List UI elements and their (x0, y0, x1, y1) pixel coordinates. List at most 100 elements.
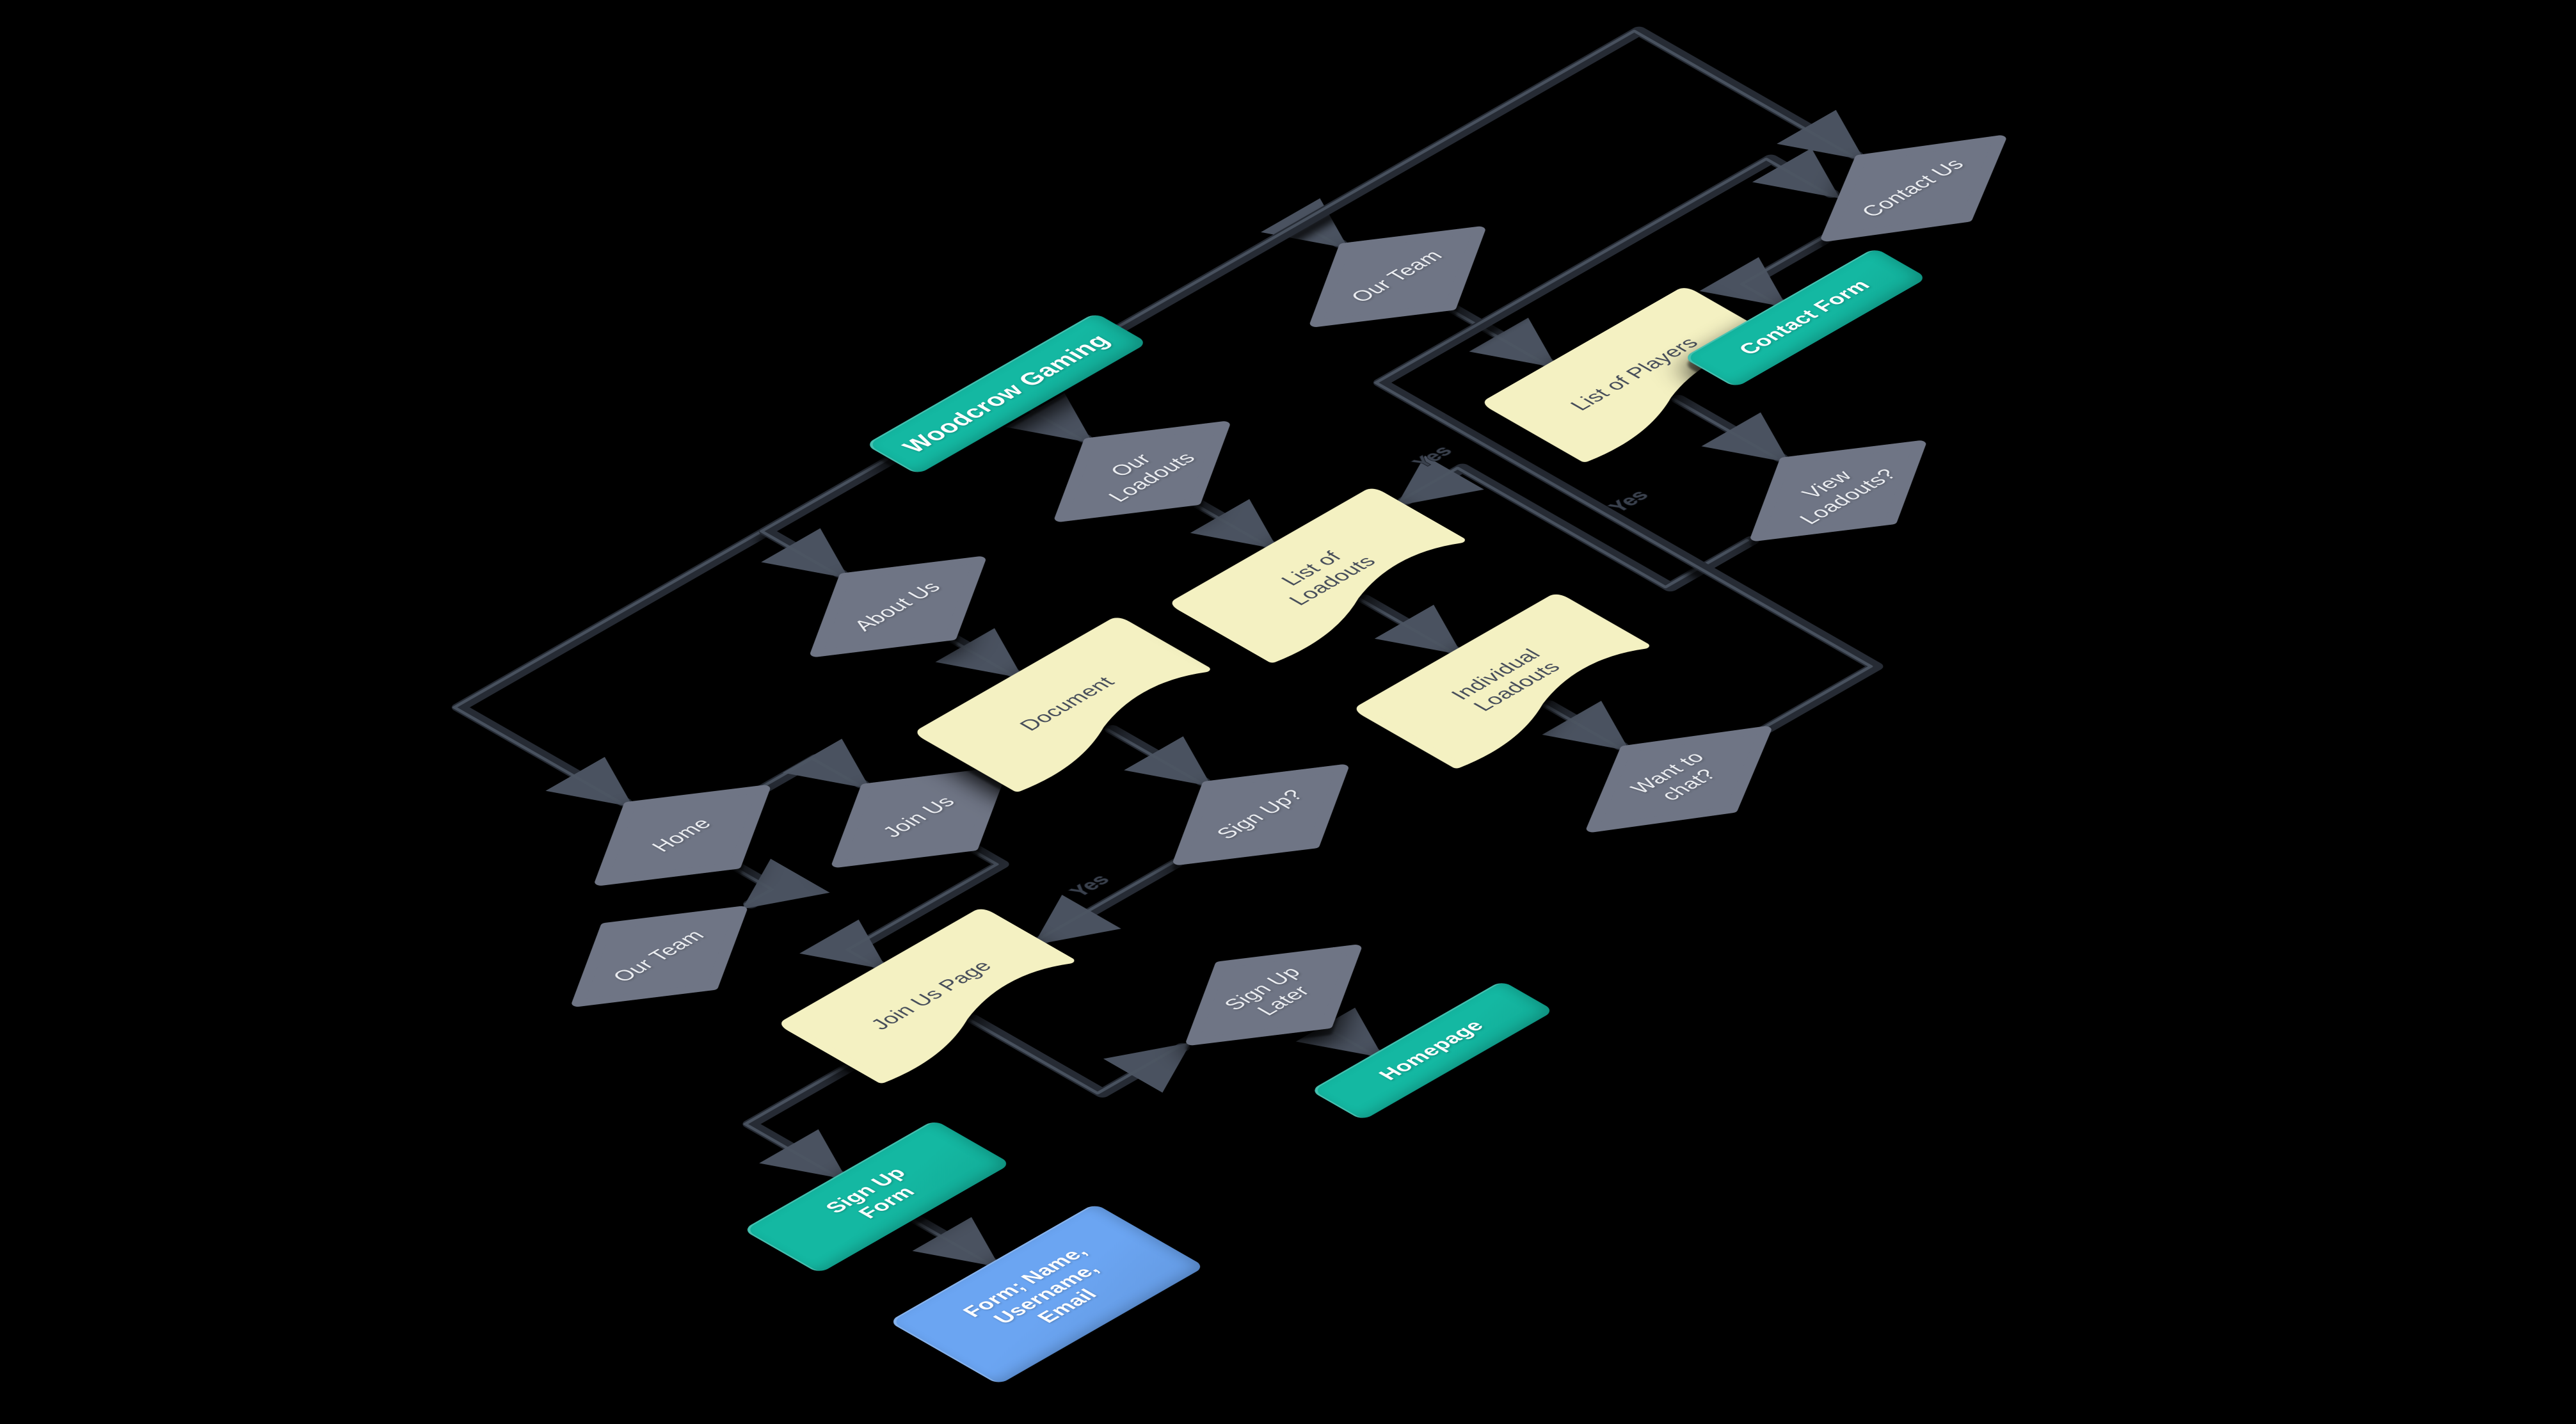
document-shape (1356, 594, 1649, 769)
edge-sign-up-to-join-us-page: Yes (1033, 857, 1187, 945)
document-shape (917, 618, 1210, 792)
edge-line-highlight (1021, 404, 1082, 440)
edge-join-us-page-to-sign-up-form (742, 1059, 863, 1180)
edge-line-highlight (1035, 860, 1177, 941)
node-join-us[interactable]: Join Us (776, 735, 1064, 900)
diamond-shape (595, 785, 771, 886)
diamond-shape (1750, 440, 1926, 541)
edge-line-highlight (1740, 236, 1825, 304)
edge-woodcrow-gaming-to-about-us (758, 455, 899, 579)
edge-line (1443, 302, 1557, 368)
edge-home-to-join-us (756, 739, 870, 793)
node-individual-loadouts[interactable]: Individual Loadouts (1350, 591, 1677, 778)
diamond-shape (1586, 726, 1772, 833)
edge-line (1005, 393, 1093, 444)
edge-document-to-sign-up (1104, 725, 1212, 787)
document-shape (1484, 288, 1778, 462)
edge-line-highlight (1188, 500, 1267, 546)
node-document[interactable]: Document (911, 614, 1238, 801)
edge-line (1396, 455, 1759, 592)
edge-line-highlight (759, 458, 889, 575)
edge-our-team-top-to-list-of-players (1443, 302, 1557, 368)
edge-line-highlight (757, 757, 860, 790)
edge-line (742, 1059, 863, 1180)
edge-woodcrow-gaming-to-contact-us (1114, 26, 1865, 332)
edge-line (758, 455, 899, 579)
edge-line-highlight (1443, 305, 1546, 365)
edge-join-us-to-join-us-page (799, 843, 1009, 970)
diamond-shape (1821, 135, 2006, 242)
node-our-team-bottom[interactable]: Our Team (515, 874, 803, 1039)
edge-line-highlight (965, 1017, 1180, 1094)
edge-line (1541, 700, 1630, 751)
edge-line (1104, 725, 1212, 787)
node-home[interactable]: Home (538, 753, 826, 918)
edge-line-highlight (1542, 703, 1619, 748)
edge-line (1114, 26, 1865, 332)
edge-woodcrow-gaming-to-home (451, 455, 899, 808)
diamond-shape (1186, 945, 1362, 1046)
edge-line-highlight (1357, 597, 1452, 652)
node-list-of-players[interactable]: List of Players (1479, 285, 1805, 472)
edge-line (1670, 395, 1789, 463)
node-join-us-page[interactable]: Join Us Page (776, 906, 1102, 1092)
node-contact-us[interactable]: Contact Us (1765, 103, 2063, 274)
edge-contact-us-to-contact-form (1699, 234, 1835, 308)
edge-line (1187, 497, 1278, 550)
edge-line (964, 1014, 1191, 1098)
edge-line-highlight (943, 636, 1012, 675)
edge-line (902, 1212, 1000, 1268)
edge-line (1373, 148, 1884, 734)
node-sign-up[interactable]: Sign Up? (1117, 732, 1405, 897)
edge-line (935, 628, 1023, 678)
edge-line-highlight (1114, 29, 1853, 329)
edge-line-highlight (903, 1215, 989, 1264)
node-our-loadouts[interactable]: Our Loadouts (998, 389, 1286, 554)
edge-our-loadouts-to-list-of-loadouts (1187, 497, 1278, 550)
edge-list-of-players-to-view-loadouts (1670, 395, 1789, 463)
node-list-of-loadouts[interactable]: List of Loadouts (1166, 485, 1492, 672)
edge-line-highlight (1671, 397, 1778, 460)
edge-label-yes: Yes (1407, 442, 1457, 470)
edge-line (1356, 594, 1462, 655)
edge-line-highlight (743, 1062, 852, 1176)
edge-want-to-chat-to-contact-us: Yes (1373, 148, 1884, 734)
edge-about-us-to-document (935, 628, 1023, 678)
edge-line (728, 858, 830, 909)
document-shape (781, 909, 1075, 1084)
edge-sign-up-later-to-homepage (1295, 1007, 1384, 1058)
edge-line-highlight (728, 864, 774, 906)
edge-line-highlight (845, 846, 999, 966)
edge-line-highlight (1105, 728, 1201, 783)
diamond-shape (810, 556, 986, 657)
edge-line-highlight (1320, 1024, 1373, 1055)
edge-line (451, 455, 899, 808)
diamond-shape (1172, 764, 1349, 865)
edge-line (1033, 857, 1187, 945)
diamond-shape (572, 906, 748, 1007)
edge-line (1295, 1007, 1384, 1058)
edge-individual-loadouts-to-want-to-chat (1541, 700, 1630, 751)
edge-home-to-our-team-bottom (728, 858, 830, 909)
edge-list-of-loadouts-to-individual-loadouts (1356, 594, 1462, 655)
diamond-shape (1309, 226, 1485, 327)
node-view-loadouts[interactable]: View Loadouts? (1694, 408, 1982, 573)
edge-line (799, 843, 1009, 970)
edge-sign-up-form-to-form-fields (902, 1212, 1000, 1268)
edge-label-yes: Yes (1065, 871, 1114, 899)
edge-line-highlight (1373, 157, 1873, 731)
node-want-to-chat[interactable]: Want to chat? (1530, 694, 1828, 865)
diamond-shape (831, 767, 1007, 868)
edge-woodcrow-gaming-to-our-loadouts (1005, 393, 1093, 444)
node-about-us[interactable]: About Us (754, 524, 1042, 689)
edge-line (1699, 234, 1835, 308)
node-our-team-top[interactable]: Our Team (1254, 194, 1542, 359)
document-shape (1172, 488, 1465, 663)
edge-line-highlight (452, 458, 889, 804)
diamond-shape (1054, 421, 1230, 522)
node-sign-up-later[interactable]: Sign Up Later (1130, 913, 1418, 1078)
edge-line (756, 739, 870, 793)
